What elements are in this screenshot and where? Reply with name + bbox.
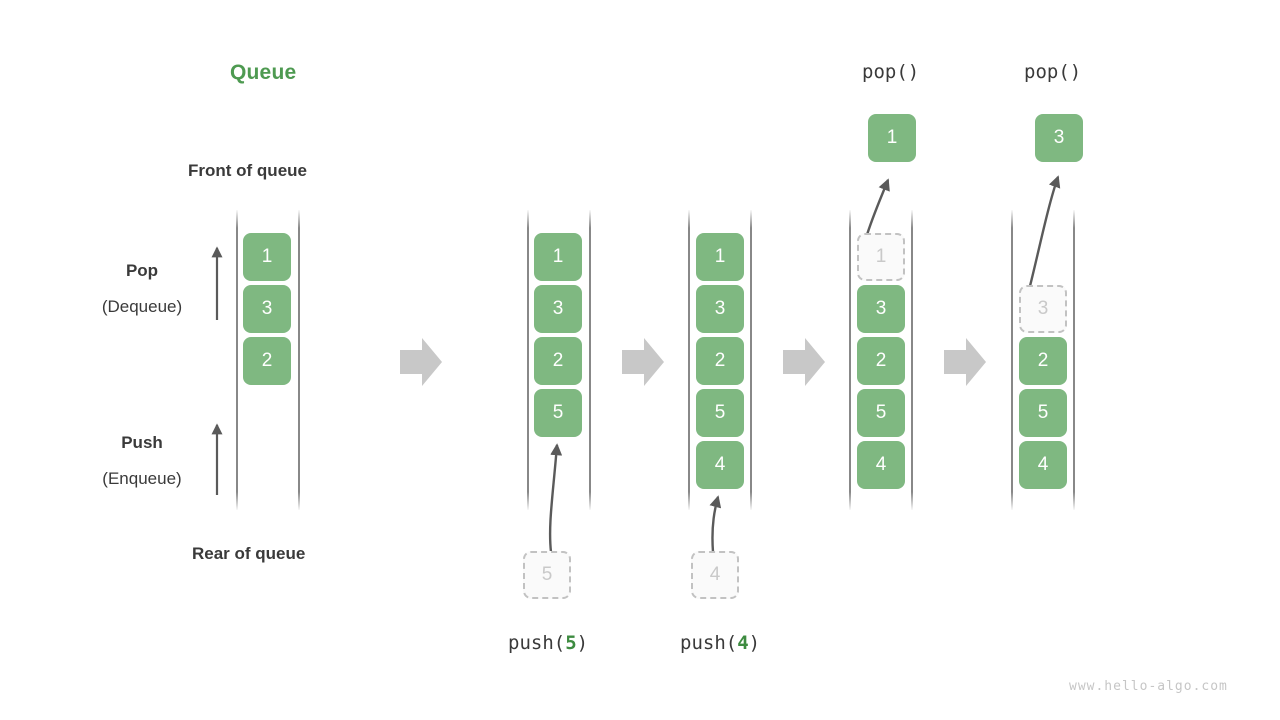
push-5-caption: push(5) xyxy=(508,632,588,654)
queue-cell: 2 xyxy=(696,337,744,385)
queue-cell: 5 xyxy=(534,389,582,437)
queue-cell: 3 xyxy=(243,285,291,333)
push-4-arg: 4 xyxy=(737,632,749,654)
queue-cell: 2 xyxy=(534,337,582,385)
dequeue-label: (Dequeue) xyxy=(101,297,183,316)
queue-cell: 5 xyxy=(1019,389,1067,437)
pop-2-caption: pop() xyxy=(1024,61,1082,83)
pop-label: Pop xyxy=(125,261,159,280)
push-4-caption: push(4) xyxy=(680,632,760,654)
queue-rails xyxy=(236,210,1075,510)
front-of-queue-label: Front of queue xyxy=(188,161,307,180)
pop-3-arrow xyxy=(1027,175,1061,291)
queue-cell: 4 xyxy=(1019,441,1067,489)
push-4-close: ) xyxy=(748,632,761,654)
queue-cell: 3 xyxy=(696,285,744,333)
queue-cell: 2 xyxy=(1019,337,1067,385)
queue-cell: 3 xyxy=(857,285,905,333)
enqueue-label: (Enqueue) xyxy=(102,469,182,488)
push-5-fn: push( xyxy=(508,632,566,654)
watermark: www.hello-algo.com xyxy=(1069,679,1228,694)
popped-ghost-cell: 1 xyxy=(857,233,905,281)
queue-cell: 1 xyxy=(243,233,291,281)
incoming-ghost-cell: 4 xyxy=(691,551,739,599)
popped-ghost-cell: 3 xyxy=(1019,285,1067,333)
queue-cell: 4 xyxy=(696,441,744,489)
queue-cell: 5 xyxy=(857,389,905,437)
queue-cell: 1 xyxy=(696,233,744,281)
push-5-arrow xyxy=(548,443,563,553)
queue-cell: 2 xyxy=(857,337,905,385)
rear-of-queue-label: Rear of queue xyxy=(192,544,306,563)
page-title: Queue xyxy=(230,61,297,84)
push-4-fn: push( xyxy=(680,632,738,654)
queue-cell: 2 xyxy=(243,337,291,385)
pop-1-arrow xyxy=(864,178,890,239)
queue-cell: 1 xyxy=(534,233,582,281)
pop-1-caption: pop() xyxy=(862,61,920,83)
popped-value-cell: 3 xyxy=(1035,114,1083,162)
queue-cell: 4 xyxy=(857,441,905,489)
push-4-arrow xyxy=(709,495,722,553)
queue-cell: 5 xyxy=(696,389,744,437)
push-5-arg: 5 xyxy=(565,632,577,654)
popped-value-cell: 1 xyxy=(868,114,916,162)
push-label: Push xyxy=(121,433,163,452)
queue-cell: 3 xyxy=(534,285,582,333)
push-5-close: ) xyxy=(576,632,589,654)
incoming-ghost-cell: 5 xyxy=(523,551,571,599)
